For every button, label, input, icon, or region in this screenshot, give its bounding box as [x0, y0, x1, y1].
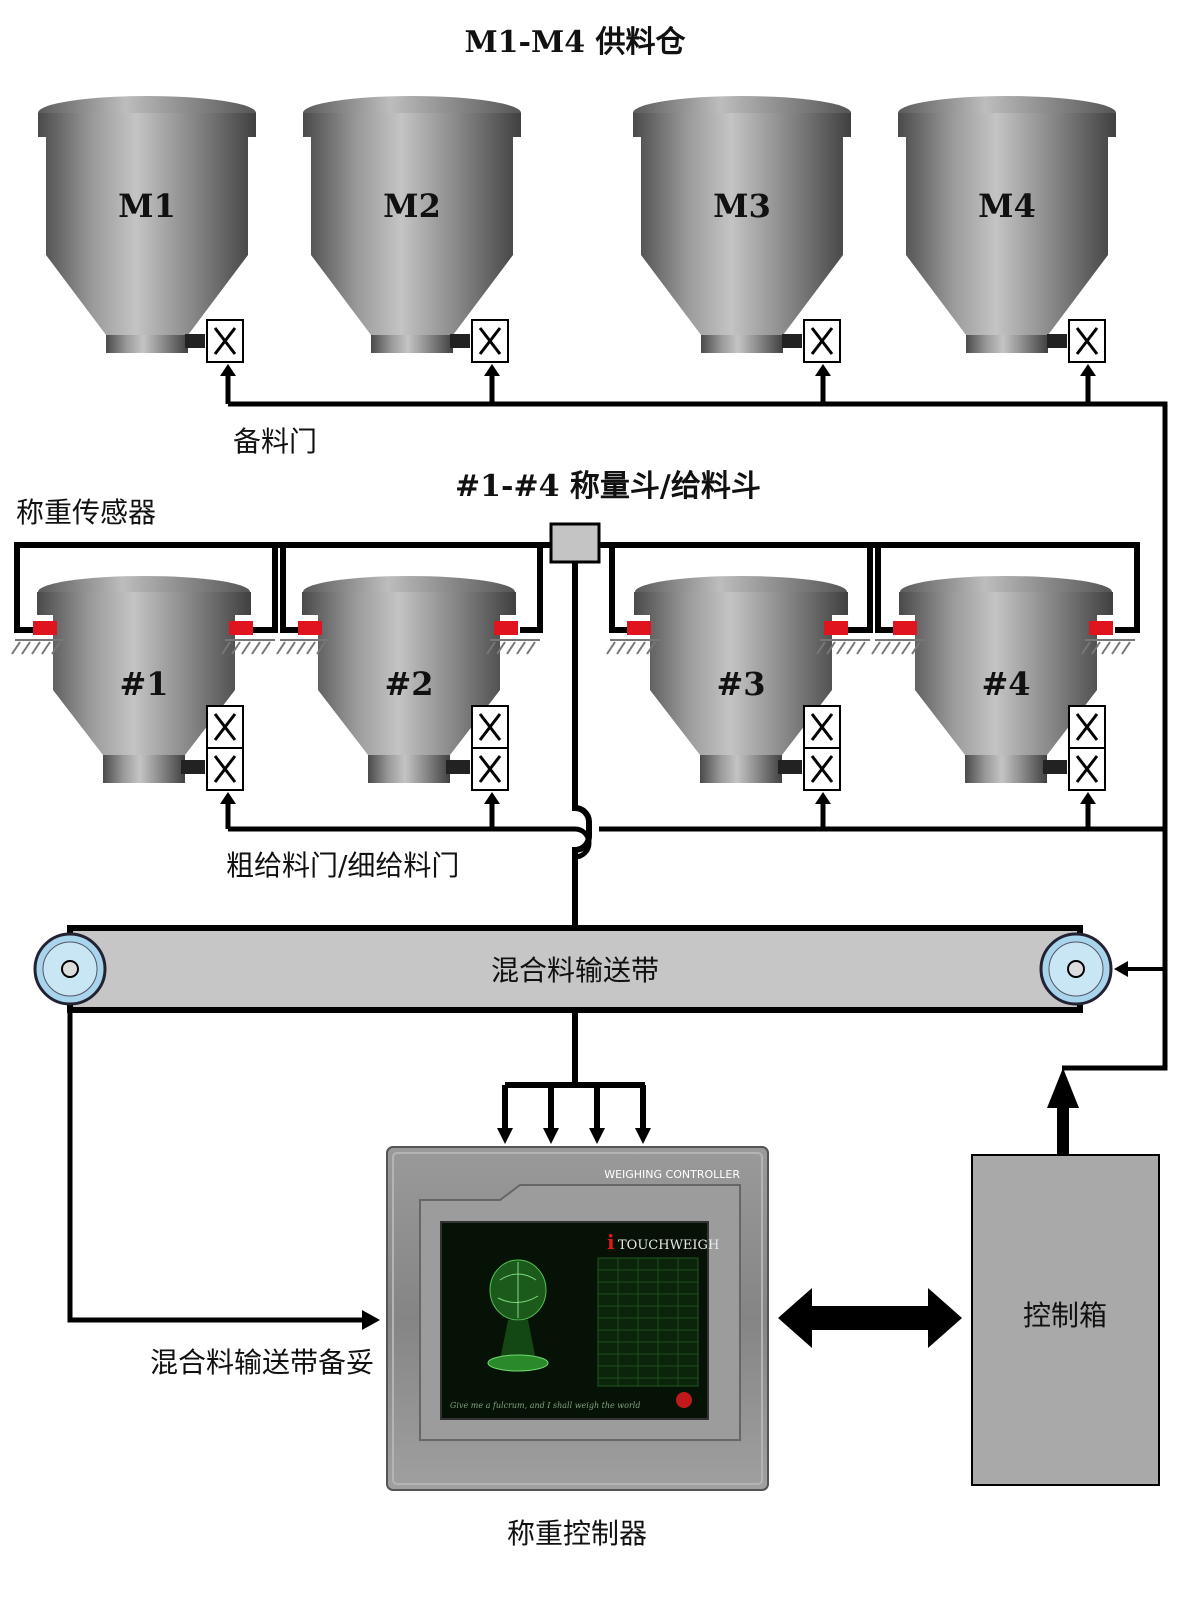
ladybug-icon — [676, 1392, 692, 1408]
weigh-hopper-title: #1-#4 称量斗/给料斗 — [455, 469, 761, 504]
load-cell-wiring — [14, 542, 1140, 633]
arrow-icon — [1114, 961, 1128, 977]
standby-gate-signal-line — [225, 372, 1168, 1071]
weigh-hopper-label: #2 — [384, 665, 433, 703]
screen-data-grid — [597, 1257, 699, 1387]
weigh-hopper-4: #4 — [899, 576, 1113, 783]
diagram-title: M1-M4 供料仓 — [464, 25, 686, 60]
feed-gates-label: 粗给料门/细给料门 — [226, 849, 459, 882]
ground-hatch — [11, 639, 1135, 655]
weigh-hopper-label: #4 — [981, 665, 1030, 703]
weigh-hopper-3: #3 — [634, 576, 848, 783]
standby-gate-actuator-icon — [450, 319, 509, 363]
supply-hopper-m2: M2 — [303, 96, 521, 353]
feed-gate-signal-line — [225, 800, 1165, 860]
arrow-icon — [220, 792, 1096, 804]
screen-slogan: Give me a fulcrum, and I shall weigh the… — [450, 1401, 640, 1410]
supply-hopper-label: M4 — [978, 187, 1036, 225]
standby-gate-actuator-icon — [1047, 319, 1106, 363]
weigh-hopper-2: #2 — [302, 576, 516, 783]
load-cell-label: 称重传感器 — [16, 496, 156, 529]
pedestal-icon — [487, 1354, 549, 1372]
belt-ready-signal-line — [67, 1010, 365, 1323]
control-output-line — [1057, 1105, 1069, 1155]
control-box-label: 控制箱 — [1023, 1299, 1107, 1332]
arrow-icon — [1047, 1068, 1079, 1108]
supply-hopper-label: M2 — [383, 187, 441, 225]
feed-gate-actuator-icon — [446, 705, 509, 791]
load-cell-signal-line — [502, 562, 646, 1130]
junction-box — [549, 522, 601, 564]
bidirectional-arrow-icon — [778, 1288, 962, 1348]
feed-gate-actuator-icon — [778, 705, 841, 791]
controller-brand: WEIGHING CONTROLLER — [604, 1168, 740, 1181]
mixing-conveyor-belt: 混合料输送带 — [33, 925, 1113, 1013]
weigh-hopper-label: #1 — [119, 665, 168, 703]
supply-hopper-m3: M3 — [633, 96, 851, 353]
arrow-icon — [220, 364, 1096, 376]
supply-hopper-label: M3 — [713, 187, 771, 225]
load-cell-icon — [33, 621, 1113, 635]
feed-gate-actuator-icon — [1043, 705, 1106, 791]
screen-logo-prefix: i — [607, 1230, 615, 1254]
supply-hopper-m4: M4 — [898, 96, 1116, 353]
belt-label: 混合料输送带 — [491, 954, 659, 987]
feed-gate-actuator-icon — [181, 705, 244, 791]
standby-gate-label: 备料门 — [233, 425, 317, 458]
weigh-hopper-1: #1 — [37, 576, 251, 783]
belt-ready-label: 混合料输送带备妥 — [150, 1346, 374, 1379]
screen-logo: TOUCHWEIGH — [618, 1238, 719, 1253]
supply-hopper-label: M1 — [118, 187, 176, 225]
weighing-controller: WEIGHING CONTROLLER i TOUCHWEIGH Give me… — [386, 1146, 769, 1491]
controller-label: 称重控制器 — [507, 1517, 647, 1550]
standby-gate-actuator-icon — [782, 319, 841, 363]
arrow-icon — [497, 1128, 651, 1144]
arrow-icon — [362, 1310, 380, 1330]
standby-gate-actuator-icon — [185, 319, 244, 363]
supply-hopper-m1: M1 — [38, 96, 256, 353]
weigh-hopper-label: #3 — [716, 665, 765, 703]
